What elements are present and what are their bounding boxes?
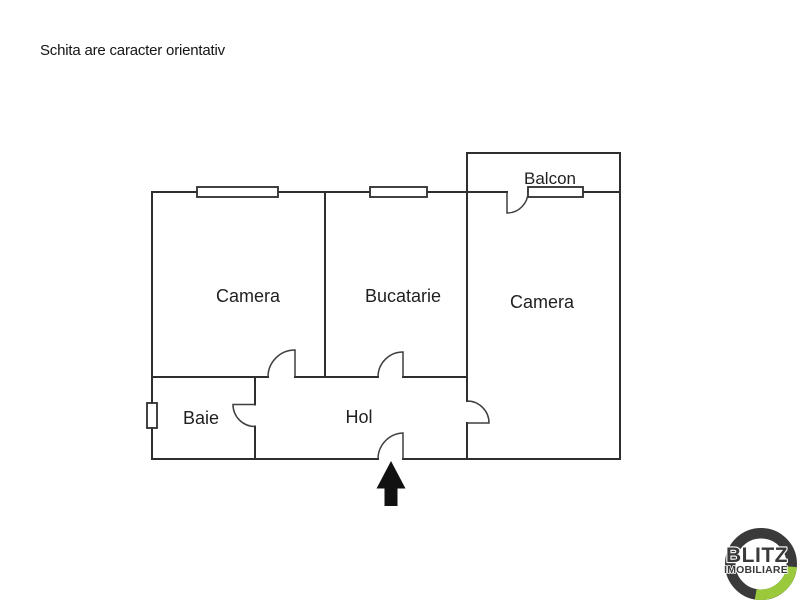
room-label-baie: Baie bbox=[183, 408, 219, 428]
door-symbols bbox=[232, 191, 529, 460]
room-label-bucatarie: Bucatarie bbox=[365, 286, 441, 306]
window-icon-balcon bbox=[527, 186, 584, 198]
window-icon-baie bbox=[146, 402, 158, 429]
logo-subtitle-text: IMOBILIARE bbox=[724, 564, 788, 576]
window-symbols bbox=[146, 186, 584, 429]
room-label-camera-left: Camera bbox=[216, 286, 281, 306]
room-label-balcon: Balcon bbox=[524, 169, 576, 188]
logo-brand-text: BLITZ bbox=[726, 544, 788, 567]
window-icon-bucatarie bbox=[369, 186, 428, 198]
window-icon-camera-left bbox=[196, 186, 279, 198]
door-arc-bucatarie bbox=[377, 351, 404, 378]
door-arc-camera-right bbox=[466, 400, 490, 424]
blitz-logo: BLITZ IMOBILIARE bbox=[723, 528, 797, 600]
door-arc-entrance bbox=[377, 432, 404, 460]
door-arc-baie bbox=[232, 403, 256, 428]
room-label-camera-right: Camera bbox=[510, 292, 575, 312]
room-label-hol: Hol bbox=[345, 407, 372, 427]
logo-ring-accent-segment bbox=[754, 565, 797, 600]
disclaimer-text: Schita are caracter orientativ bbox=[40, 42, 225, 59]
door-arc-balcon bbox=[506, 191, 529, 214]
door-arc-camera-left bbox=[267, 349, 296, 378]
up-arrow-icon bbox=[376, 461, 406, 506]
